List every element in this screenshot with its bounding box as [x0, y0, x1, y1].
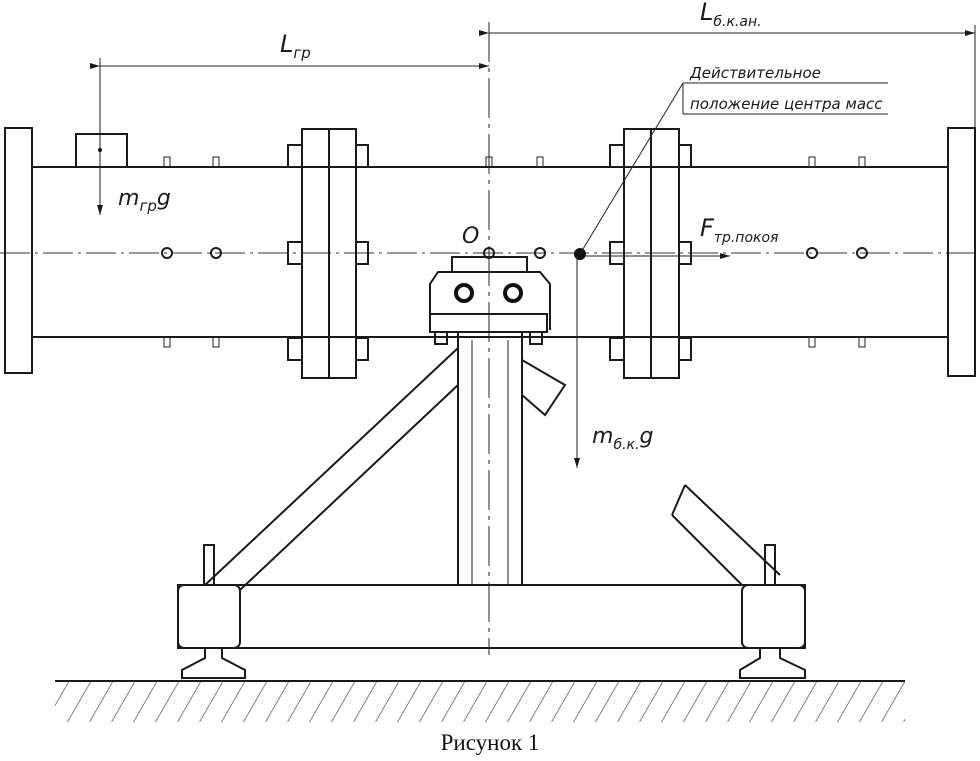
note-line-1: Действительное: [689, 64, 821, 82]
label-m-bk-g: mб.к.g: [592, 424, 653, 453]
flange-bolts: [287, 144, 692, 361]
pipe-fittings: [161, 156, 868, 348]
dimension-lines: [90, 22, 976, 655]
note-line-2: положение центра масс: [690, 95, 883, 113]
label-m-gr-g: mгрg: [118, 186, 171, 215]
label-l-gr: Lгр: [280, 30, 311, 62]
figure-caption: Рисунок 1: [440, 730, 540, 755]
ground: [55, 680, 905, 722]
pipe-assembly: [4, 127, 976, 379]
support-stand: [177, 256, 806, 679]
label-origin: O: [462, 224, 479, 249]
label-f-friction: Fтр.покоя: [700, 214, 778, 246]
label-l-bk-an: Lб.к.ан.: [700, 0, 762, 30]
